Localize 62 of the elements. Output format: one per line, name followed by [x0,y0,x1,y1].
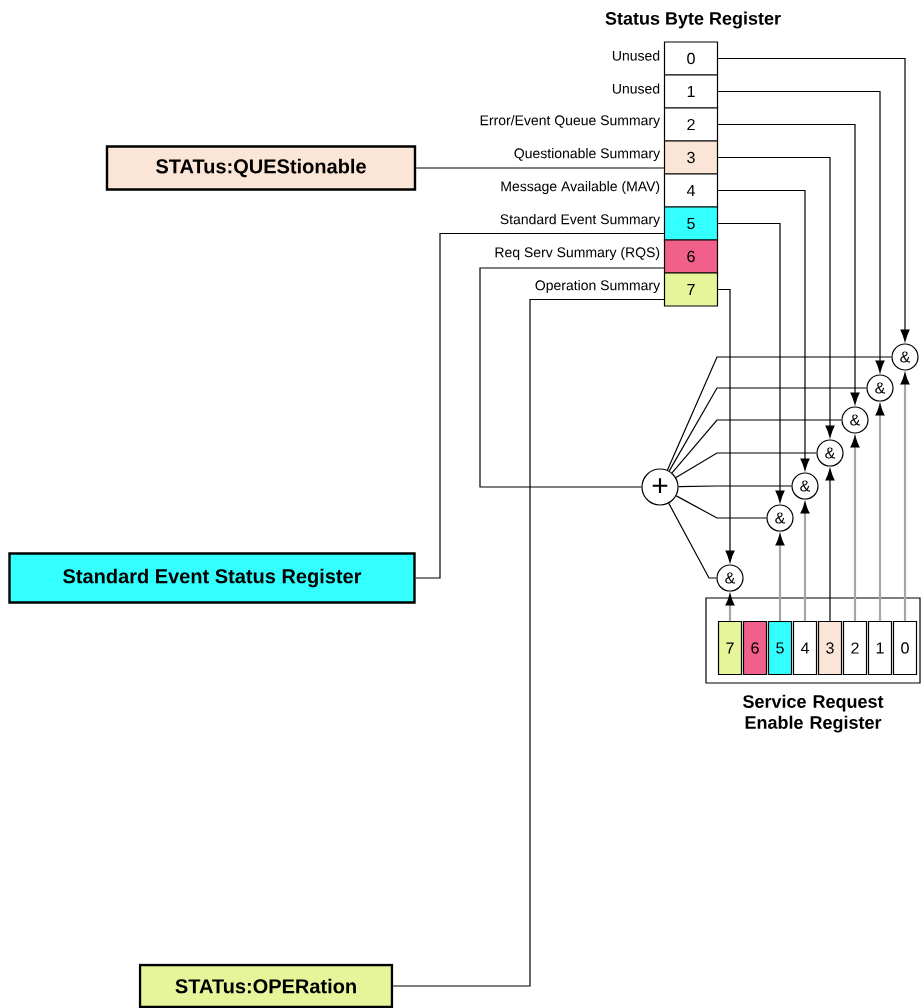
connector-line [671,419,842,474]
bit-label: Error/Event Queue Summary [480,115,661,129]
bit-cell: 0 [892,620,918,676]
connector-line [675,495,767,519]
and-gate: & [891,343,919,371]
bit-label: Operation Summary [535,280,661,294]
register-box: STATus:OPERation [138,963,394,1008]
arrow [717,90,885,373]
connector-line [666,356,892,471]
arrow [850,437,860,621]
and-gate: & [866,374,894,402]
connector-line [678,485,792,488]
bit-label: Req Serv Summary (RQS) [495,247,660,261]
bit-cell: 5 [767,620,793,676]
register-box: Standard Event Status Register [8,552,416,604]
arrow [900,374,910,621]
arrow [717,57,910,342]
node-label: Service Request Enable Register [743,694,884,733]
connector-line [415,167,665,169]
arrow [717,222,785,503]
bit-label: Message Available (MAV) [501,181,660,195]
arrow [717,123,860,405]
arrow [717,189,810,471]
bit-label: Unused [612,50,660,61]
and-gate: & [716,564,744,592]
bit-label: Standard Event Summary [500,214,661,228]
bit-cell: 0 [663,41,719,76]
connector-line [668,502,717,579]
bit-label: Unused [612,83,660,94]
or-gate: + [641,468,679,506]
bit-cell: 2 [663,107,719,142]
bit-cell: 6 [742,620,768,676]
arrow [717,156,835,438]
bit-cell: 4 [792,620,818,676]
arrow [725,595,735,621]
bit-cell: 7 [717,620,743,676]
bit-cell: 7 [663,272,719,307]
arrow [800,503,810,621]
bit-cell: 1 [867,620,893,676]
connector-line [415,232,665,579]
and-gate: & [791,472,819,500]
bit-cell: 4 [663,173,719,208]
arrow [825,468,835,622]
bit-cell: 5 [663,206,719,241]
connector-line [392,298,665,987]
register-box: STATus:QUEStionable [105,145,417,191]
and-gate: & [816,439,844,467]
connector-line [479,267,665,488]
register-title: Status Byte Register [605,11,781,29]
bit-cell: 1 [663,74,719,109]
arrow [717,288,735,563]
bit-cell: 3 [817,620,843,676]
arrow [775,535,785,621]
bit-cell: 2 [842,620,868,676]
arrow [875,405,885,621]
bit-label: Questionable Summary [514,148,661,162]
and-gate: & [841,406,869,434]
bit-cell: 6 [663,239,719,274]
bit-cell: 3 [663,140,719,175]
connector-line [668,387,867,472]
connector-line [675,452,817,479]
and-gate: & [766,504,794,532]
